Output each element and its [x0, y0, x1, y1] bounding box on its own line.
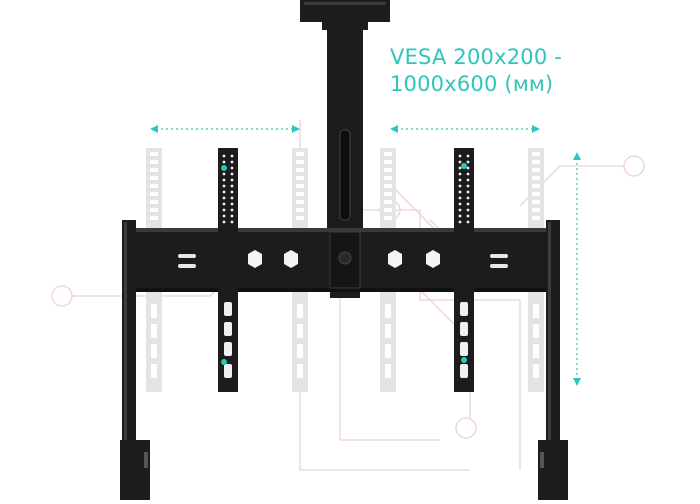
- dimension-arrow-left: [150, 125, 300, 133]
- stand-upright-left: [120, 220, 150, 500]
- ceiling-pole: [300, 0, 390, 298]
- vesa-caption-line1: VESA 200x200 -: [390, 45, 563, 69]
- dimension-arrow-vertical: [573, 152, 581, 386]
- stand-upright-right: [538, 220, 568, 500]
- vesa-caption: VESA 200x200 - 1000x600 (мм): [390, 44, 562, 98]
- vesa-plate-right: [454, 148, 474, 392]
- vesa-plate-left: [218, 148, 238, 392]
- dimension-arrow-right: [390, 125, 540, 133]
- vesa-caption-line2: 1000x600 (мм): [390, 72, 554, 96]
- main-rail: [136, 228, 546, 292]
